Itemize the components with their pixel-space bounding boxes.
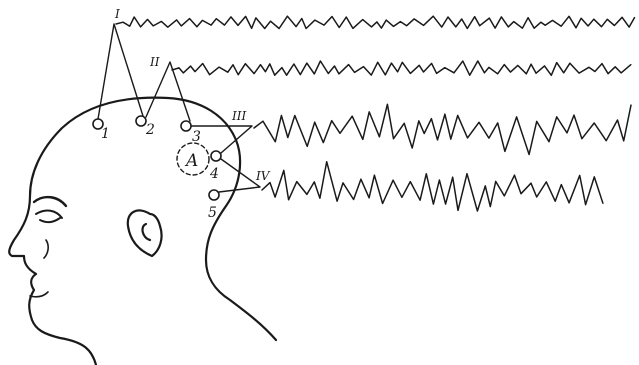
electrode-2: [136, 116, 146, 126]
electrode-4: [211, 151, 221, 161]
eyebrow: [34, 197, 66, 206]
electrode-5-label: 5: [208, 205, 217, 221]
channel-I-label: I: [114, 7, 120, 21]
eeg-trace-I: [116, 16, 635, 28]
electrode-3-label: 3: [192, 129, 201, 145]
eye: [36, 211, 62, 223]
channel-II-label: II: [149, 55, 160, 69]
eeg-trace-II: [172, 61, 631, 75]
electrodes: [93, 116, 221, 200]
lead-II: [146, 62, 190, 121]
ear: [128, 210, 162, 256]
electrode-5: [209, 190, 219, 200]
eeg-trace-IV: [262, 162, 603, 211]
channel-IV-label: IV: [255, 169, 271, 183]
electrode-1-label: 1: [101, 126, 110, 142]
focus-label: A: [184, 151, 198, 171]
electrode-2-label: 2: [145, 122, 155, 138]
channel-III-label: III: [231, 109, 246, 123]
cheek-line: [44, 240, 48, 258]
electrode-4-label: 4: [209, 166, 219, 182]
eeg-trace-III: [254, 104, 631, 154]
electrode-3: [181, 121, 191, 131]
